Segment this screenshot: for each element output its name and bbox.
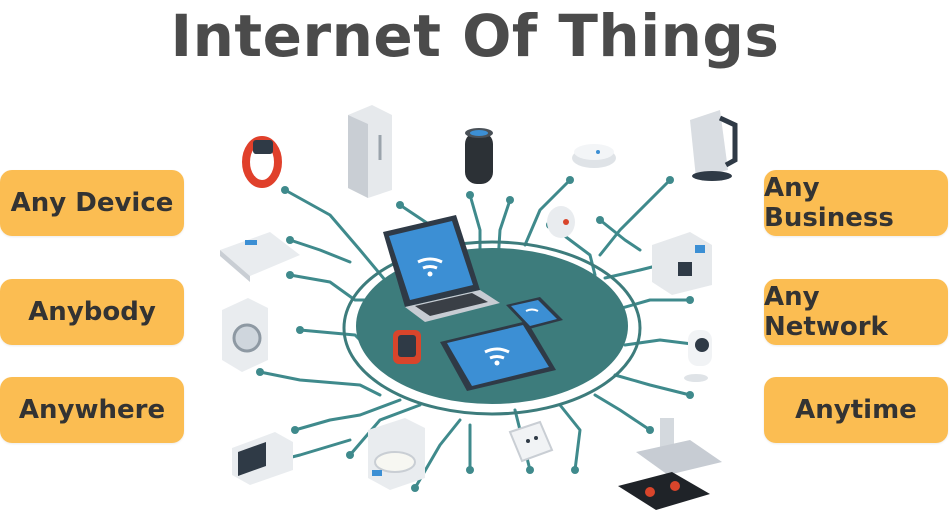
smartphone-icon: [506, 297, 563, 329]
tag-anytime: Anytime: [764, 377, 948, 443]
electric-kettle-icon: [690, 110, 738, 181]
smart-speaker-icon: [465, 128, 493, 184]
bathroom-scale-icon: [220, 232, 300, 282]
tablet-icon: [440, 321, 556, 391]
tag-any-business: Any Business: [764, 170, 948, 236]
smartwatch-icon: [242, 136, 282, 188]
laptop-icon: [383, 215, 500, 322]
washing-machine-icon: [222, 298, 268, 372]
smartwatch-hub-icon: [393, 330, 421, 364]
tag-any-network: Any Network: [764, 279, 948, 345]
hub-platform: [342, 240, 642, 416]
rice-cooker-icon: [368, 418, 425, 490]
range-hood-icon: [618, 418, 722, 510]
tag-anybody: Anybody: [0, 279, 184, 345]
security-camera-icon: [684, 330, 712, 382]
wall-socket-icon: [508, 420, 554, 463]
coffee-machine-icon: [652, 232, 712, 295]
smoke-detector-icon: [572, 144, 616, 168]
microwave-icon: [232, 432, 293, 485]
refrigerator-icon: [348, 105, 392, 198]
page-title: Internet Of Things: [170, 2, 780, 70]
tag-any-device: Any Device: [0, 170, 184, 236]
tag-anywhere: Anywhere: [0, 377, 184, 443]
fire-alarm-icon: [547, 206, 575, 238]
